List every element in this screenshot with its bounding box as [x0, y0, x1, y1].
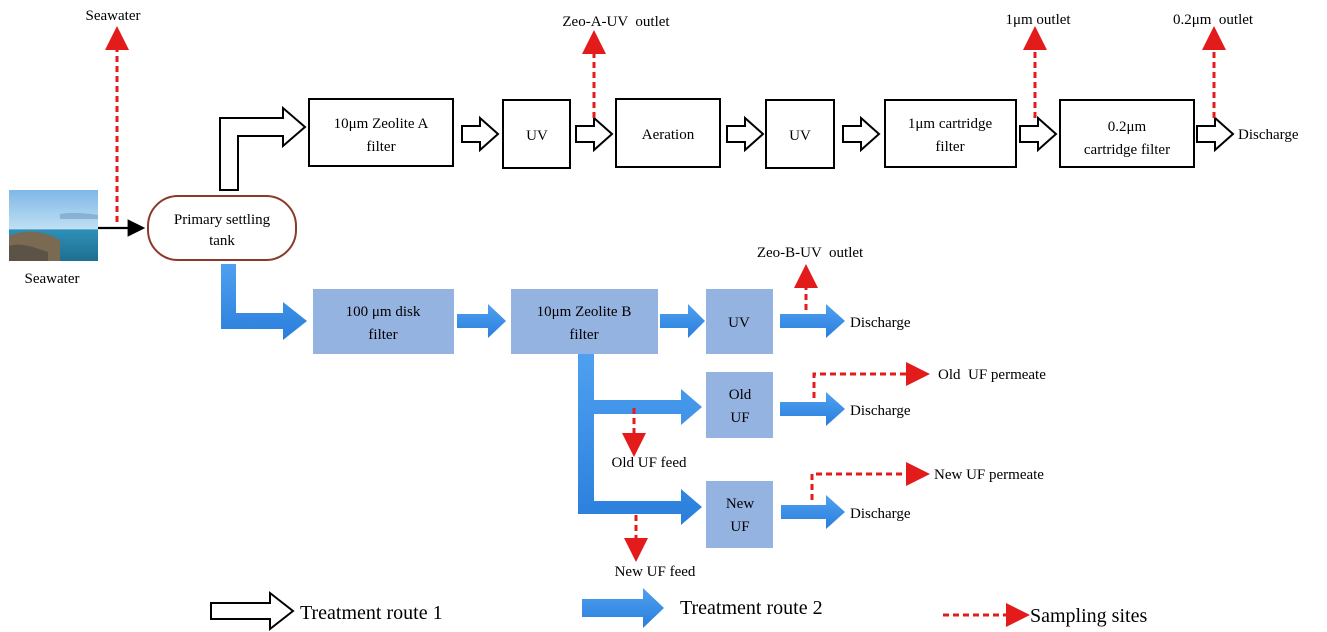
aeration-box: [615, 98, 721, 168]
route1-arrow-4: [842, 115, 881, 153]
old-uf-label-line1: Old: [729, 387, 752, 403]
zeo-a-uv-outlet-label: Zeo-A-UV outlet: [562, 14, 670, 30]
zeolite-a-label-line2: filter: [366, 139, 395, 155]
old-uf-permeate-label: Old UF permeate: [938, 367, 1046, 383]
route2-uv-discharge-arrow: [780, 304, 845, 338]
old-uf-discharge-label: Discharge: [850, 403, 911, 419]
old-uf-permeate-sampling-arrow: [812, 362, 930, 398]
legend-route1-arrow: [210, 590, 295, 632]
cartridge-1um-label-line1: 1μm cartridge: [908, 116, 993, 132]
zeolite-b-filter-box: [511, 289, 658, 354]
cartridge-02um-box: [1059, 99, 1195, 168]
route2-arrow-2: [660, 304, 705, 338]
disk-filter-label-line2: filter: [368, 327, 397, 343]
route2-elbow-arrow: [221, 264, 307, 340]
disk-filter-label-line1: 100 μm disk: [346, 304, 421, 320]
seawater-photo: [9, 190, 98, 261]
new-uf-permeate-sampling-arrow: [810, 462, 930, 500]
old-uf-box: [706, 372, 773, 438]
route1-arrow-1: [461, 115, 500, 153]
tank-label-line2: tank: [209, 233, 235, 249]
route2-uv-discharge-label: Discharge: [850, 315, 911, 331]
new-uf-discharge-arrow: [781, 495, 845, 529]
aeration-label: Aeration: [642, 127, 695, 143]
old-uf-label-line2: UF: [730, 410, 749, 426]
route1-arrow-3: [726, 115, 765, 153]
new-uf-box: [706, 481, 773, 548]
old-uf-feed-label: Old UF feed: [612, 455, 687, 471]
cartridge-02um-label-line1: 0.2μm: [1108, 119, 1147, 135]
route2-uv-label: UV: [728, 315, 750, 331]
cartridge-02um-label-line2: cartridge filter: [1084, 142, 1170, 158]
route2-uv-box: [706, 289, 773, 354]
uv1-label: UV: [526, 128, 548, 144]
zeolite-a-label-line1: 10μm Zeolite A: [334, 116, 429, 132]
route1-elbow-arrow: [219, 105, 307, 191]
outlet-02um-label: 0.2μm outlet: [1173, 12, 1254, 28]
seawater-sample-label: Seawater: [86, 8, 141, 24]
primary-settling-tank: [147, 195, 297, 261]
new-uf-discharge-label: Discharge: [850, 506, 911, 522]
new-uf-feed-label: New UF feed: [615, 564, 696, 580]
new-uf-label-line2: UF: [730, 519, 749, 535]
route2-arrow-1: [457, 304, 506, 338]
zeo-b-uv-outlet-label: Zeo-B-UV outlet: [757, 245, 864, 261]
cartridge-1um-box: [884, 99, 1017, 168]
outlet-1um-label: 1μm outlet: [1005, 12, 1071, 28]
old-uf-discharge-arrow: [780, 392, 845, 426]
legend-route2-label: Treatment route 2: [680, 597, 823, 619]
zeolite-b-label-line1: 10μm Zeolite B: [537, 304, 632, 320]
route2-branch-trunk: [578, 354, 702, 525]
route1-arrow-2: [575, 115, 614, 153]
uv2-box: [765, 99, 835, 169]
uv2-label: UV: [789, 128, 811, 144]
legend-route2-arrow: [582, 588, 664, 628]
legend: Treatment route 1 Treatment route 2 Samp…: [210, 588, 1147, 632]
legend-route1-label: Treatment route 1: [300, 602, 443, 624]
zeolite-b-label-line2: filter: [569, 327, 598, 343]
new-uf-label-line1: New: [726, 496, 754, 512]
disk-filter-box: [313, 289, 454, 354]
zeolite-a-filter-box: [308, 98, 454, 167]
tank-label-line1: Primary settling: [174, 212, 271, 228]
route1-arrow-6: [1196, 115, 1235, 153]
cartridge-1um-label-line2: filter: [935, 139, 964, 155]
uv1-box: [502, 99, 571, 169]
route1-discharge-label: Discharge: [1238, 127, 1299, 143]
seawater-image-label: Seawater: [25, 271, 80, 287]
new-uf-permeate-label: New UF permeate: [934, 467, 1044, 483]
route1-arrow-5: [1019, 115, 1058, 153]
legend-sampling-label: Sampling sites: [1030, 605, 1147, 627]
